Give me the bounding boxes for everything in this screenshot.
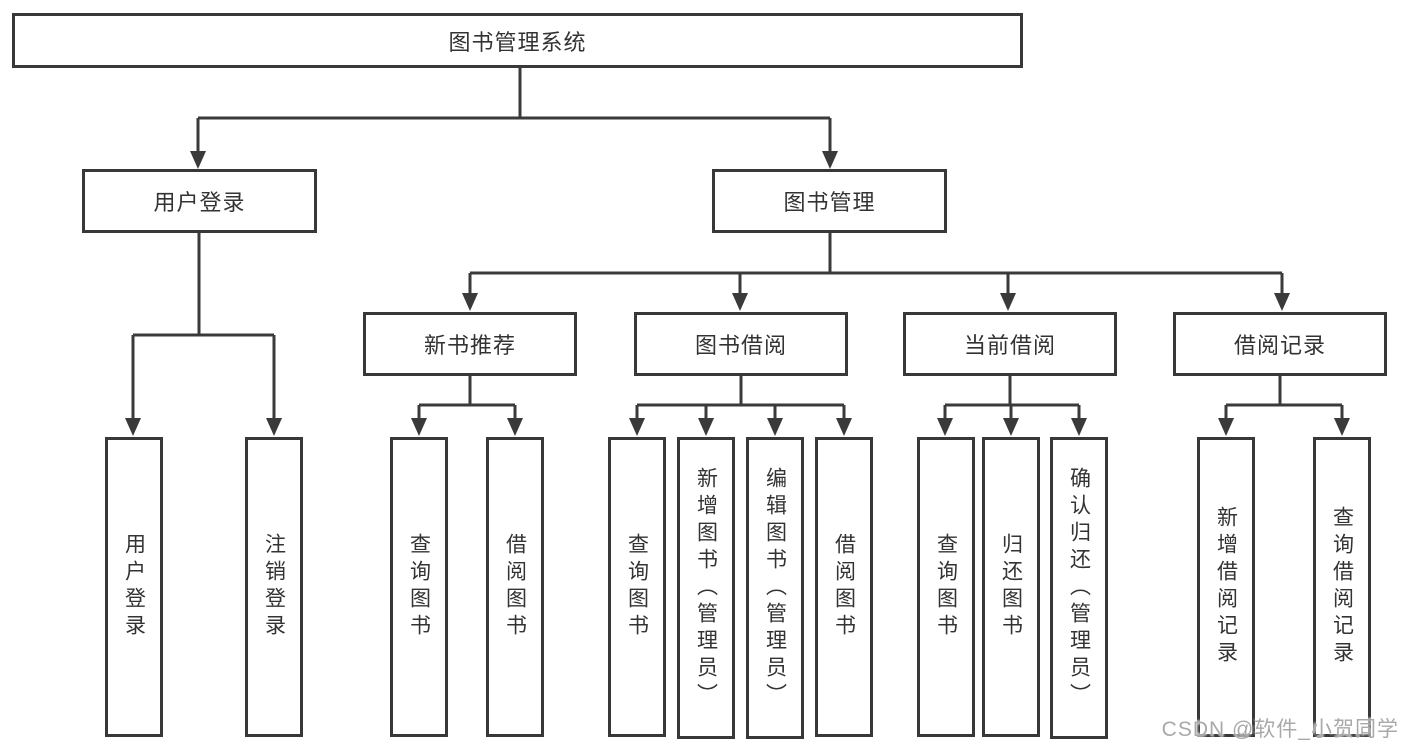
leaf-return-book-label: 归还图书 <box>999 533 1023 641</box>
leaf-query-book-1-label: 查询图书 <box>407 533 431 641</box>
node-new-book-recommend: 新书推荐 <box>363 312 577 376</box>
leaf-user-login: 用户登录 <box>105 437 163 737</box>
leaf-query-book-3-label: 查询图书 <box>934 533 958 641</box>
leaf-query-book-3: 查询图书 <box>917 437 975 737</box>
node-borrow-records: 借阅记录 <box>1173 312 1387 376</box>
node-user-login: 用户登录 <box>82 169 317 233</box>
leaf-confirm-return-admin: 确认归还（管理员） <box>1050 437 1108 739</box>
leaf-query-borrow-record-label: 查询借阅记录 <box>1330 506 1354 668</box>
leaf-return-book: 归还图书 <box>982 437 1040 737</box>
leaf-confirm-return-admin-label: 确认归还（管理员） <box>1067 466 1091 710</box>
leaf-borrow-book-1: 借阅图书 <box>486 437 544 737</box>
leaf-add-borrow-record: 新增借阅记录 <box>1197 437 1255 737</box>
leaf-logout: 注销登录 <box>245 437 303 737</box>
leaf-query-book-2-label: 查询图书 <box>625 533 649 641</box>
node-current-borrow: 当前借阅 <box>903 312 1117 376</box>
leaf-query-borrow-record: 查询借阅记录 <box>1313 437 1371 737</box>
leaf-user-login-label: 用户登录 <box>122 533 146 641</box>
leaf-query-book-2: 查询图书 <box>608 437 666 737</box>
leaf-add-book-admin: 新增图书（管理员） <box>677 437 735 739</box>
node-root: 图书管理系统 <box>12 13 1023 68</box>
leaf-logout-label: 注销登录 <box>262 533 286 641</box>
node-book-borrow: 图书借阅 <box>634 312 848 376</box>
leaf-borrow-book-2: 借阅图书 <box>815 437 873 737</box>
leaf-borrow-book-2-label: 借阅图书 <box>832 533 856 641</box>
node-book-management: 图书管理 <box>712 169 947 233</box>
leaf-borrow-book-1-label: 借阅图书 <box>503 533 527 641</box>
leaf-edit-book-admin-label: 编辑图书（管理员） <box>763 466 787 710</box>
leaf-query-book-1: 查询图书 <box>390 437 448 737</box>
arrowheads <box>125 151 1350 436</box>
leaf-edit-book-admin: 编辑图书（管理员） <box>746 437 804 739</box>
leaf-add-borrow-record-label: 新增借阅记录 <box>1214 506 1238 668</box>
leaf-add-book-admin-label: 新增图书（管理员） <box>694 466 718 710</box>
